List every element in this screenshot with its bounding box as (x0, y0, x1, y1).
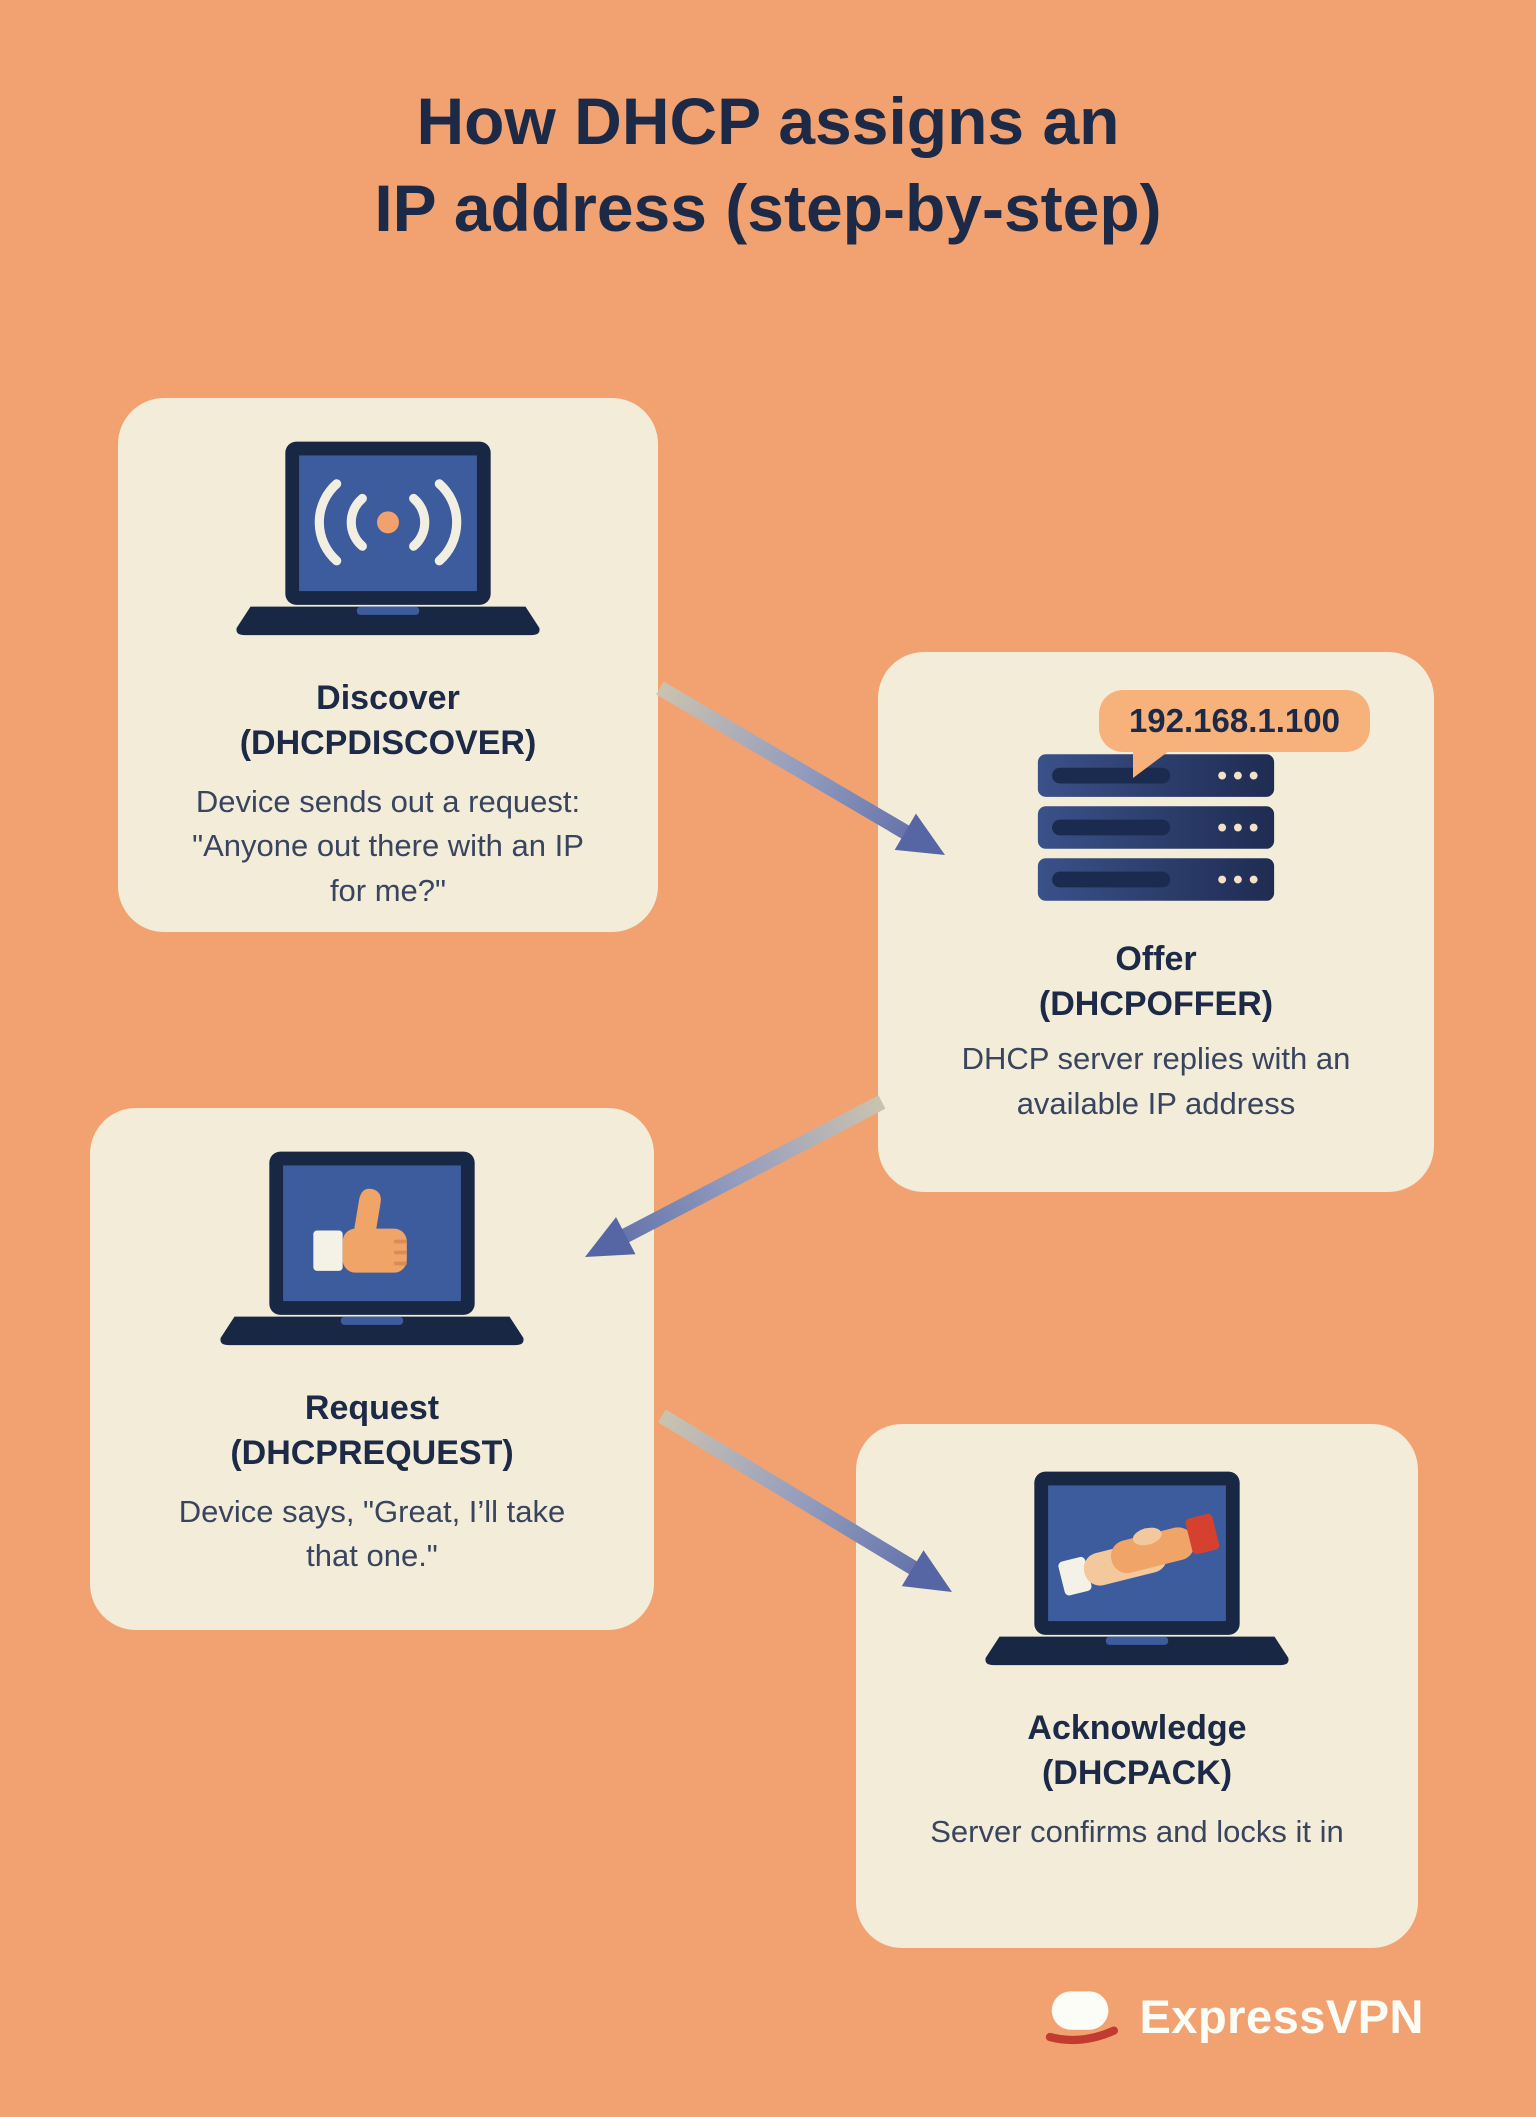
server-row-3 (1037, 858, 1275, 901)
laptop-broadcast-icon (236, 441, 540, 636)
server-row-2 (1037, 806, 1275, 849)
broadcast-glyph (314, 479, 462, 566)
page-title-line1: How DHCP assigns an (416, 84, 1120, 158)
handshake-glyph (1058, 1513, 1220, 1596)
thumbsup-glyph (313, 1188, 407, 1273)
step-card-request: Request (DHCPREQUEST) Device says, "Grea… (90, 1108, 654, 1630)
laptop-handshake-icon (985, 1471, 1289, 1666)
step-description-request: Device says, "Great, I’ll take that one.… (178, 1493, 566, 1574)
ip-bubble-row: 192.168.1.100 (878, 690, 1434, 778)
expressvpn-wordmark: ExpressVPN (1139, 1989, 1424, 2043)
step-code-acknowledge: (DHCPACK) (1041, 1753, 1233, 1792)
step-description-acknowledge: Server confirms and locks it in (930, 1813, 1344, 1849)
step-card-discover: Discover (DHCPDISCOVER) Device sends out… (118, 398, 658, 932)
brand-footer: ExpressVPN (1043, 1984, 1424, 2048)
laptop-thumbsup-icon (220, 1151, 524, 1346)
step-code-offer: (DHCPOFFER) (1038, 985, 1274, 1024)
expressvpn-logo-icon (1046, 1991, 1119, 2045)
server-icon (1037, 754, 1275, 901)
step-code-discover: (DHCPDISCOVER) (239, 723, 537, 762)
step-card-acknowledge: Acknowledge (DHCPACK) Server confirms an… (856, 1424, 1418, 1948)
ip-speech-bubble: 192.168.1.100 (1098, 690, 1370, 778)
step-title-offer: Offer (1115, 940, 1197, 979)
step-title-discover: Discover (316, 679, 460, 717)
step-card-offer: 192.168.1.100 (878, 652, 1434, 1192)
page-title-line2: IP address (step-by-step) (374, 171, 1162, 246)
step-title-acknowledge: Acknowledge (1027, 1709, 1247, 1747)
ip-address-text: 192.168.1.100 (1128, 702, 1340, 739)
speech-bubble-tail (1132, 748, 1173, 778)
step-description-discover: Device sends out a request: "Anyone out … (192, 783, 584, 908)
page-title: How DHCP assigns an IP address (step-by-… (0, 78, 1536, 252)
step-title-request: Request (304, 1389, 440, 1427)
step-description-offer: DHCP server replies with an available IP… (961, 1041, 1351, 1121)
step-code-request: (DHCPREQUEST) (230, 1433, 514, 1472)
